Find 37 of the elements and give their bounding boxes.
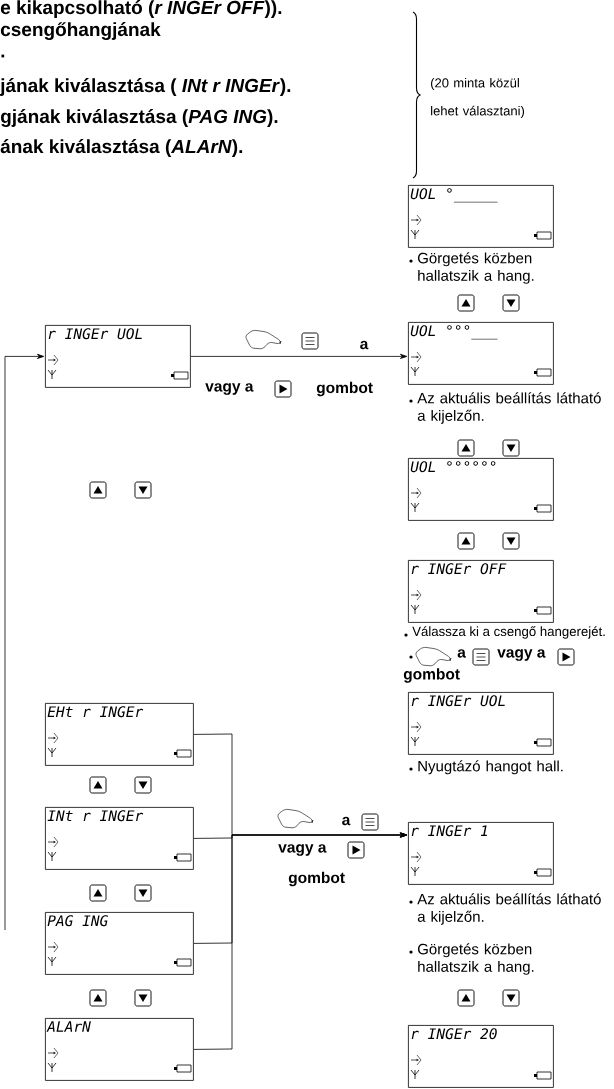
note-text: Az aktuális beállítás látható a kijelzőn. — [417, 392, 601, 424]
instruction-text: ának kiválasztása (ALArN). — [0, 139, 243, 157]
note-text: (20 minta közül lehet választani) — [431, 77, 525, 119]
note-text: Görgetés közben hallatszik a hang. — [417, 943, 534, 975]
button-instruction: gombot — [288, 871, 345, 887]
button-instruction: vagy a — [205, 383, 254, 395]
note-text: Nyugtázó hangot hall. — [418, 760, 563, 775]
note-text: gombot — [403, 668, 460, 683]
instruction-text: jának kiválasztása ( INt r INGEr). — [0, 78, 291, 96]
instruction-text: gjának kiválasztása (PAG ING). — [1, 109, 278, 127]
lcd-screen: r INGEr UOL — [408, 692, 554, 755]
note-text: Görgetés közben hallatszik a hang. — [417, 252, 534, 284]
lcd-screen: r INGEr 20 — [408, 1025, 554, 1088]
arrow — [4, 353, 45, 931]
arrow — [190, 353, 408, 359]
arrow — [193, 832, 408, 1050]
button-instruction: vagy a — [278, 844, 327, 856]
note-text: vagy a — [497, 649, 546, 661]
note-text: a — [457, 649, 466, 658]
instruction-text: . — [1, 54, 5, 58]
lcd-screen: ALArN — [45, 1018, 194, 1081]
lcd-screen: r INGEr 1 — [408, 822, 554, 885]
lcd-screen: UOL °_____ — [408, 185, 554, 248]
note-text: Az aktuális beállítás látható a kijelzőn. — [417, 893, 601, 925]
lcd-screen: UOL °°°°°° — [408, 458, 554, 521]
lcd-screen: r INGEr UOL — [45, 325, 191, 388]
instruction-text: csengőhangjának — [0, 22, 161, 40]
edge-label: a — [342, 816, 351, 826]
lcd-screen: r INGEr OFF — [408, 560, 554, 623]
note-text: Válassza ki a csengő hangerejét. — [412, 626, 605, 639]
lcd-screen: UOL °°°___ — [408, 322, 554, 385]
lcd-screen: EHt r INGEr — [45, 703, 194, 766]
lcd-screen: INt r INGEr — [45, 807, 194, 870]
instruction-text: e kikapcsolható (r INGEr OFF)). — [0, 0, 282, 18]
lcd-screen: PAG ING — [45, 912, 194, 975]
button-instruction: gombot — [316, 381, 373, 397]
edge-label: a — [360, 340, 369, 350]
